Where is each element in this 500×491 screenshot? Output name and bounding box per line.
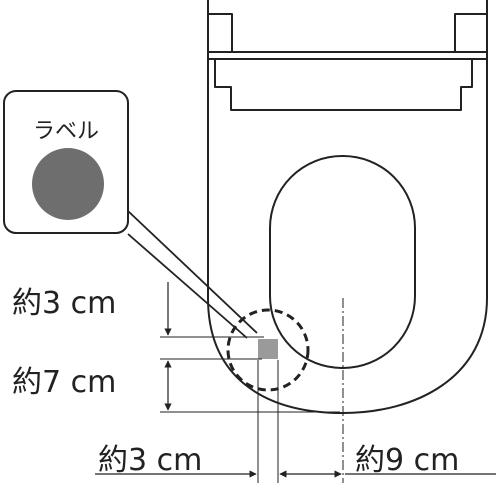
dimension-horizontal-right-label: 約9 cm [355, 443, 459, 478]
label-position-circle [226, 308, 310, 392]
toilet-seat-outline [207, 0, 488, 414]
seat-opening [269, 155, 416, 369]
label-circle-icon [32, 148, 104, 220]
dimension-vertical-top-label: 約3 cm [12, 286, 116, 321]
label-position-marker [258, 339, 278, 359]
dimension-vertical-bottom-label: 約7 cm [12, 365, 116, 400]
callout-pointer [127, 210, 258, 339]
dimension-horizontal-left-label: 約3 cm [98, 443, 202, 478]
extension-lines [160, 336, 340, 483]
callout-label: ラベル [33, 119, 99, 144]
